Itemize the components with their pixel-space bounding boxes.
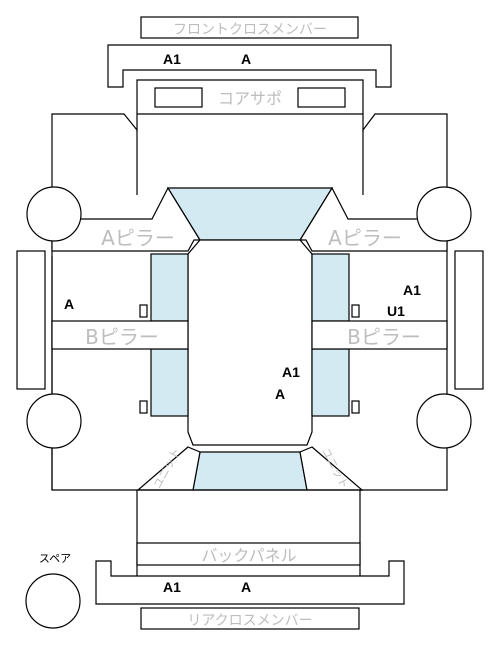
front-cross-member-bracket xyxy=(107,44,392,88)
right-rear-door-glass xyxy=(311,348,350,417)
core-support-left-box xyxy=(154,87,203,108)
right-front-handle xyxy=(351,304,360,318)
marker-rear-cm-a1: A1 xyxy=(163,579,181,595)
right-front-door-glass xyxy=(311,253,350,322)
a-pillar-left-label: Aピラー xyxy=(101,226,175,250)
back-panel-box xyxy=(136,542,361,566)
wheel-rear-left xyxy=(26,393,82,449)
rear-cross-member-bracket xyxy=(95,560,405,605)
marker-front-cm-a1: A1 xyxy=(163,51,181,67)
spare-tire xyxy=(25,573,81,629)
wheel-front-left xyxy=(26,186,82,242)
core-support-right-box xyxy=(297,87,346,108)
b-pillar-left-strip xyxy=(51,320,189,350)
wheel-rear-right xyxy=(416,393,472,449)
core-support-label: コアサポ xyxy=(218,89,282,108)
wheel-front-right xyxy=(416,186,472,242)
marker-center-a: A xyxy=(275,386,285,402)
front-cross-member-box xyxy=(140,16,359,39)
marker-right-upper-u1: U1 xyxy=(387,303,405,319)
marker-right-upper-a1: A1 xyxy=(403,282,421,298)
marker-center-a1: A1 xyxy=(282,364,300,380)
left-side-skirt xyxy=(16,250,46,390)
left-front-handle xyxy=(139,304,148,318)
b-pillar-right-label: Bピラー xyxy=(347,325,421,349)
b-pillar-left-label: Bピラー xyxy=(85,325,159,349)
cabin-center xyxy=(187,239,313,446)
b-pillar-right-strip xyxy=(311,320,448,350)
right-side-skirt xyxy=(454,250,484,390)
spare-label: スペア xyxy=(39,552,71,565)
marker-front-cm-a: A xyxy=(241,51,251,67)
rear-cross-member-label: リアクロスメンバー xyxy=(187,613,312,629)
left-front-door-glass xyxy=(150,253,189,322)
front-cross-member-label: フロントクロスメンバー xyxy=(173,22,327,38)
marker-rear-cm-a: A xyxy=(241,579,251,595)
back-panel-label: バックパネル xyxy=(201,546,296,565)
a-pillar-right-label: Aピラー xyxy=(328,226,402,250)
left-rear-handle xyxy=(139,400,148,414)
left-rear-door-glass xyxy=(150,348,189,417)
marker-left-side-a: A xyxy=(64,296,74,312)
right-rear-handle xyxy=(351,400,360,414)
rear-window-glass xyxy=(192,451,308,491)
rear-cross-member-box xyxy=(140,607,360,630)
